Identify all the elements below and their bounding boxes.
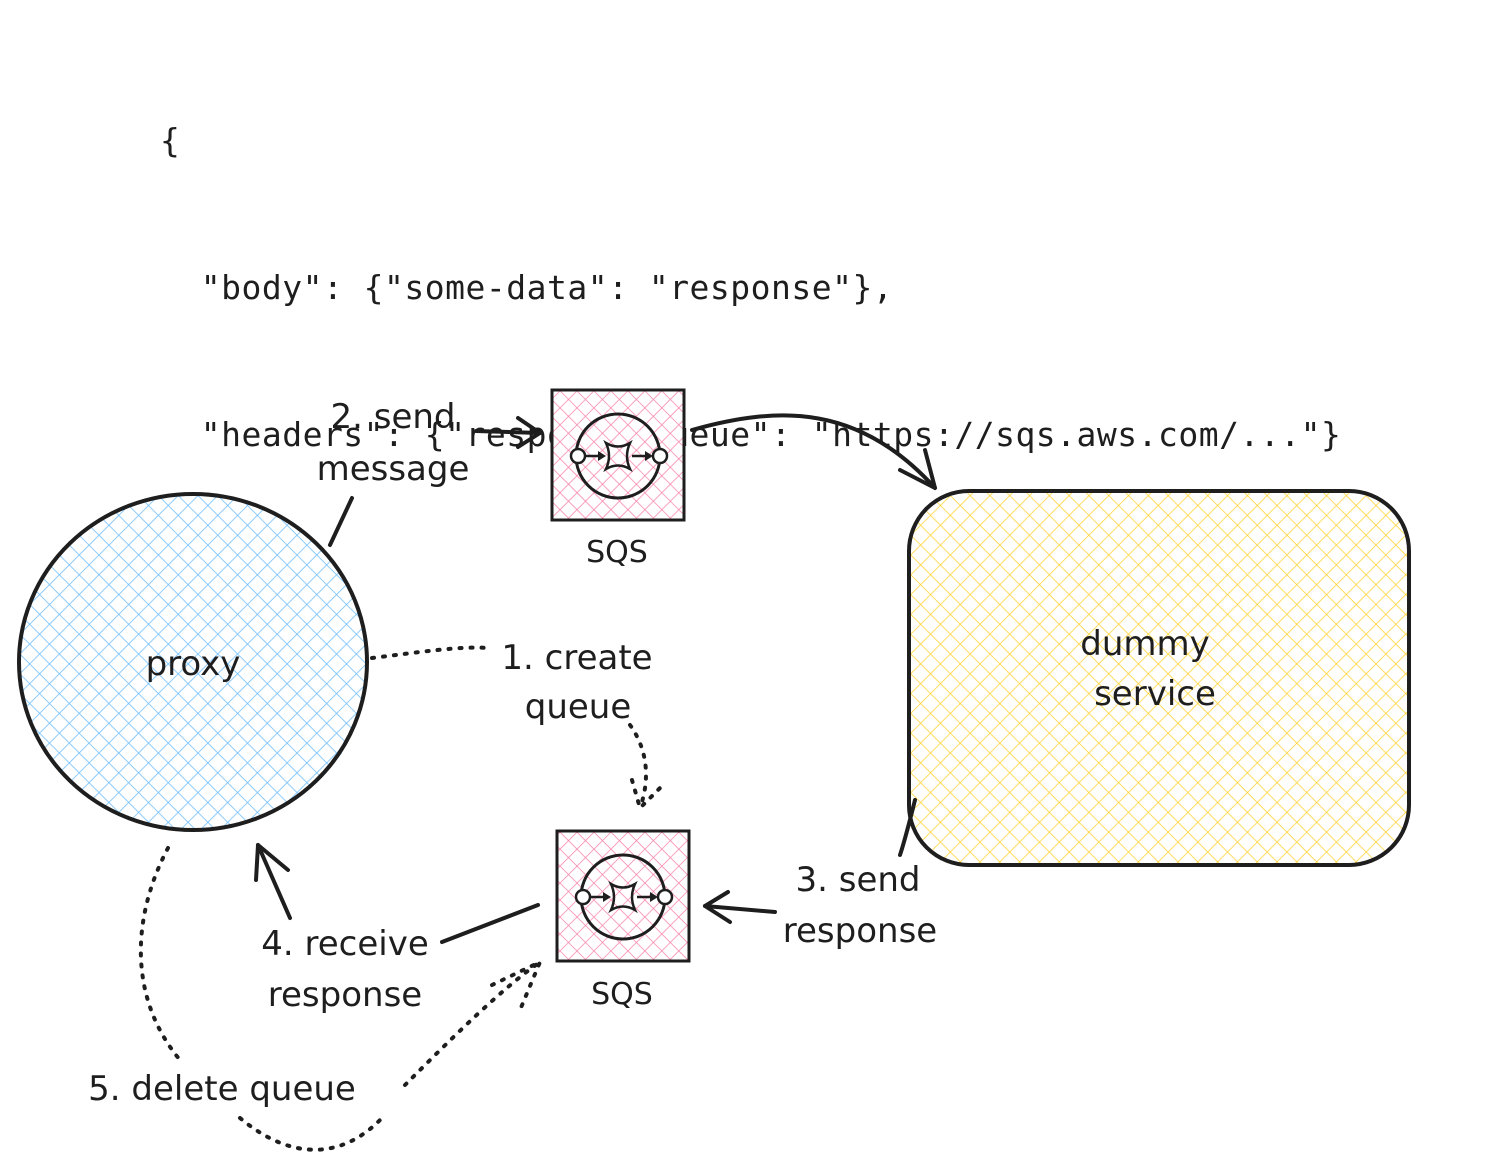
step-1-label: 1. create queue: [501, 638, 652, 727]
proxy-node: proxy: [17, 492, 369, 832]
step-3-line1: 3. send: [795, 860, 920, 900]
dummy-service-label-line1: dummy: [1080, 624, 1210, 664]
arrow-delete-queue: [138, 846, 542, 1152]
arrow-create-queue: [370, 645, 662, 810]
step-2-line1: 2. send: [330, 397, 455, 437]
step-4-label: 4. receive response: [261, 924, 429, 1015]
step-2-label: 2. send message: [317, 397, 470, 489]
json-code-block: { "body": {"some-data": "response"}, "he…: [160, 18, 1341, 655]
step-1-line2: queue: [525, 687, 632, 727]
arrow-send-response: [703, 798, 917, 924]
step-4-line2: response: [268, 975, 422, 1015]
step-3-line2: response: [783, 911, 937, 951]
step-2-line2: message: [317, 449, 470, 489]
arrow-sqs-to-service: [690, 413, 937, 490]
code-line: "body": {"some-data": "response"},: [160, 268, 894, 307]
dummy-service-label-line2: service: [1094, 674, 1216, 714]
step-3-label: 3. send response: [783, 860, 937, 951]
sqs-request-label: SQS: [586, 535, 648, 570]
proxy-label: proxy: [146, 644, 241, 684]
arrow-receive-response: [254, 843, 540, 944]
step-1-line1: 1. create: [501, 638, 652, 678]
arrow-send-message: [328, 416, 542, 547]
sqs-queue-icon: [569, 412, 669, 500]
sqs-response-label: SQS: [591, 977, 653, 1012]
code-line: {: [160, 121, 181, 160]
step-5-line1: 5. delete queue: [88, 1069, 356, 1109]
step-4-line1: 4. receive: [261, 924, 429, 964]
dummy-service-node: dummy service: [907, 489, 1411, 867]
sqs-queue-icon: [574, 853, 674, 941]
sqs-request-queue: SQS: [550, 388, 686, 570]
step-5-label: 5. delete queue: [88, 1069, 356, 1109]
sqs-response-queue: SQS: [555, 829, 691, 1012]
